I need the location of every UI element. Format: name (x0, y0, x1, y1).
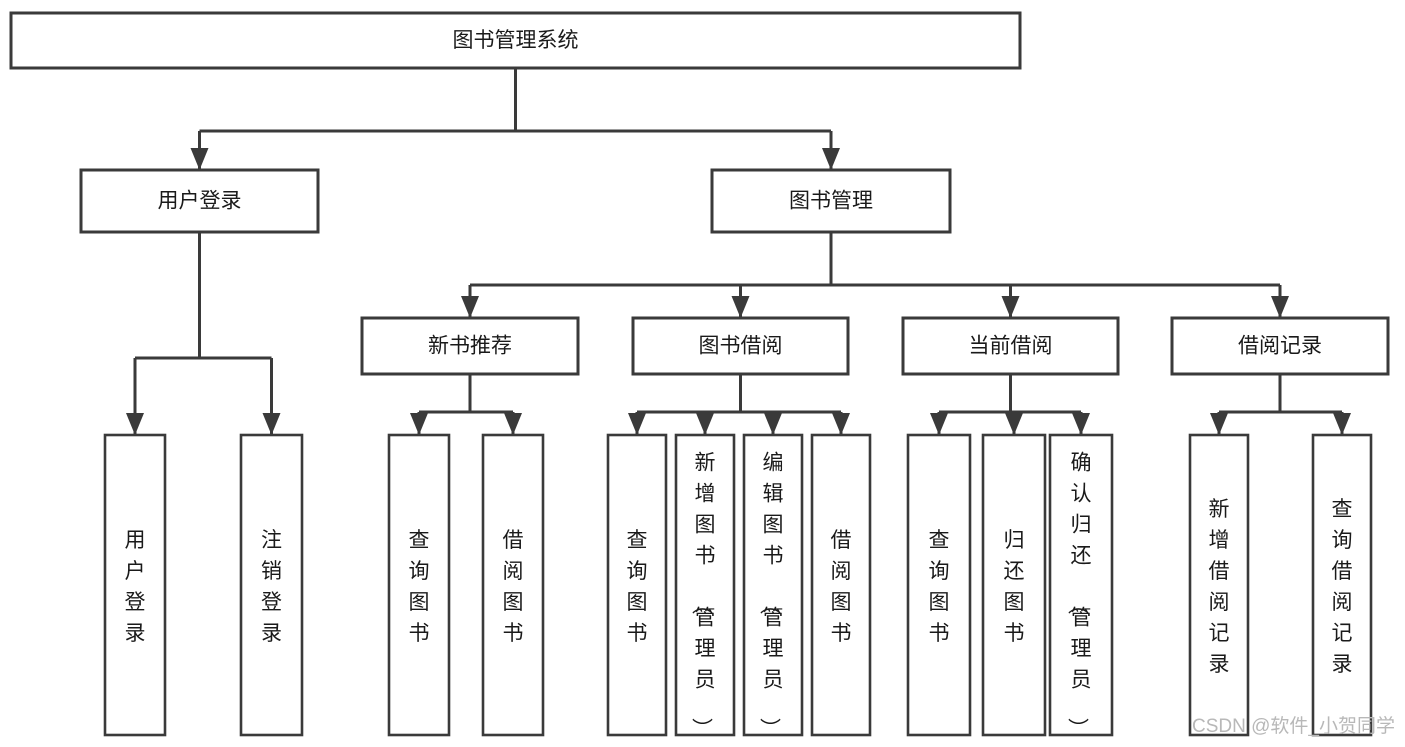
node-leaf-borrow-book-2-label: 借阅图书 (831, 529, 852, 645)
node-leaf-query-record[interactable]: 查询借阅记录 (1311, 433, 1373, 737)
node-leaf-user-login[interactable]: 用户登录 (103, 433, 167, 737)
node-leaf-borrow-book-2-box (810, 433, 872, 737)
node-leaf-add-book-box (674, 433, 736, 737)
arrow-head-icon (504, 413, 522, 435)
node-leaf-edit-book[interactable]: 编辑图书（管理员） (742, 433, 804, 739)
node-root-system-box (9, 11, 1022, 70)
arrow-head-icon (410, 413, 428, 435)
arrow-head-icon (1001, 296, 1020, 318)
node-leaf-return-book-label: 归还图书 (1004, 529, 1025, 645)
node-book-borrow-label: 图书借阅 (699, 335, 783, 358)
arrow-head-icon (832, 413, 850, 435)
node-leaf-query-book-3-box (906, 433, 972, 737)
node-leaf-user-login-box (103, 433, 167, 737)
node-leaf-edit-book-box (742, 433, 804, 737)
node-leaf-borrow-book-1-label: 借阅图书 (503, 529, 524, 645)
node-leaf-query-book-2-label: 查询图书 (627, 529, 648, 645)
node-root-system-label: 图书管理系统 (453, 29, 579, 52)
node-layer: 图书管理系统用户登录图书管理新书推荐图书借阅当前借阅借阅记录用户登录注销登录查询… (9, 11, 1390, 739)
node-user-login-box (79, 168, 320, 234)
arrow-head-icon (930, 413, 948, 435)
node-borrow-record-label: 借阅记录 (1238, 335, 1322, 358)
arrow-head-icon (1271, 296, 1289, 318)
node-leaf-query-book-1[interactable]: 查询图书 (387, 433, 451, 737)
arrow-head-icon (731, 296, 750, 318)
node-book-manage-box (710, 168, 952, 234)
node-leaf-add-book-label: 新增图书（管理员） (690, 452, 716, 739)
node-new-book-recommend-box (360, 316, 580, 376)
arrow-head-icon (1005, 413, 1023, 435)
node-user-login-label: 用户登录 (158, 190, 242, 213)
edge-layer (126, 68, 1351, 435)
arrow-head-icon (262, 413, 281, 435)
arrow-head-icon (1072, 413, 1090, 435)
node-book-borrow[interactable]: 图书借阅 (631, 316, 850, 376)
node-leaf-query-book-1-label: 查询图书 (409, 529, 430, 645)
node-borrow-record-box (1170, 316, 1390, 376)
node-leaf-borrow-book-1[interactable]: 借阅图书 (481, 433, 545, 737)
node-leaf-return-book[interactable]: 归还图书 (981, 433, 1047, 737)
csdn-watermark: CSDN @软件_小贺同学 (1192, 715, 1395, 737)
node-leaf-query-book-1-box (387, 433, 451, 737)
arrow-head-icon (126, 413, 144, 435)
node-leaf-return-book-box (981, 433, 1047, 737)
arrow-head-icon (1333, 413, 1351, 435)
node-leaf-borrow-book-1-box (481, 433, 545, 737)
node-root-system[interactable]: 图书管理系统 (9, 11, 1022, 70)
node-leaf-add-record[interactable]: 新增借阅记录 (1188, 433, 1250, 737)
node-leaf-confirm-return-label: 确认归还（管理员） (1066, 452, 1092, 739)
node-leaf-confirm-return-box (1048, 433, 1114, 737)
node-current-borrow[interactable]: 当前借阅 (901, 316, 1120, 376)
arrow-head-icon (822, 148, 840, 170)
node-leaf-edit-book-label: 编辑图书（管理员） (758, 452, 784, 739)
node-leaf-user-logout-label: 注销登录 (261, 529, 282, 645)
node-leaf-user-login-label: 用户登录 (125, 529, 146, 645)
node-leaf-borrow-book-2[interactable]: 借阅图书 (810, 433, 872, 737)
node-current-borrow-box (901, 316, 1120, 376)
node-leaf-user-logout-box (239, 433, 304, 737)
node-new-book-recommend-label: 新书推荐 (428, 335, 512, 358)
node-leaf-query-book-3[interactable]: 查询图书 (906, 433, 972, 737)
node-book-borrow-box (631, 316, 850, 376)
node-book-manage-label: 图书管理 (789, 190, 873, 213)
node-leaf-query-book-2-box (606, 433, 668, 737)
node-leaf-add-book[interactable]: 新增图书（管理员） (674, 433, 736, 739)
arrow-head-icon (628, 413, 646, 435)
node-new-book-recommend[interactable]: 新书推荐 (360, 316, 580, 376)
node-current-borrow-label: 当前借阅 (969, 335, 1053, 358)
node-borrow-record[interactable]: 借阅记录 (1170, 316, 1390, 376)
node-book-manage[interactable]: 图书管理 (710, 168, 952, 234)
arrow-head-icon (696, 413, 714, 435)
node-user-login[interactable]: 用户登录 (79, 168, 320, 234)
node-leaf-confirm-return[interactable]: 确认归还（管理员） (1048, 433, 1114, 739)
node-leaf-query-record-box (1311, 433, 1373, 737)
node-leaf-add-record-box (1188, 433, 1250, 737)
arrow-head-icon (190, 148, 209, 170)
node-leaf-add-record-label: 新增借阅记录 (1209, 498, 1230, 676)
node-leaf-user-logout[interactable]: 注销登录 (239, 433, 304, 737)
arrow-head-icon (764, 413, 782, 435)
node-leaf-query-book-3-label: 查询图书 (929, 529, 950, 645)
node-leaf-query-book-2[interactable]: 查询图书 (606, 433, 668, 737)
node-leaf-query-record-label: 查询借阅记录 (1332, 498, 1353, 676)
arrow-head-icon (461, 296, 479, 318)
arrow-head-icon (1210, 413, 1228, 435)
